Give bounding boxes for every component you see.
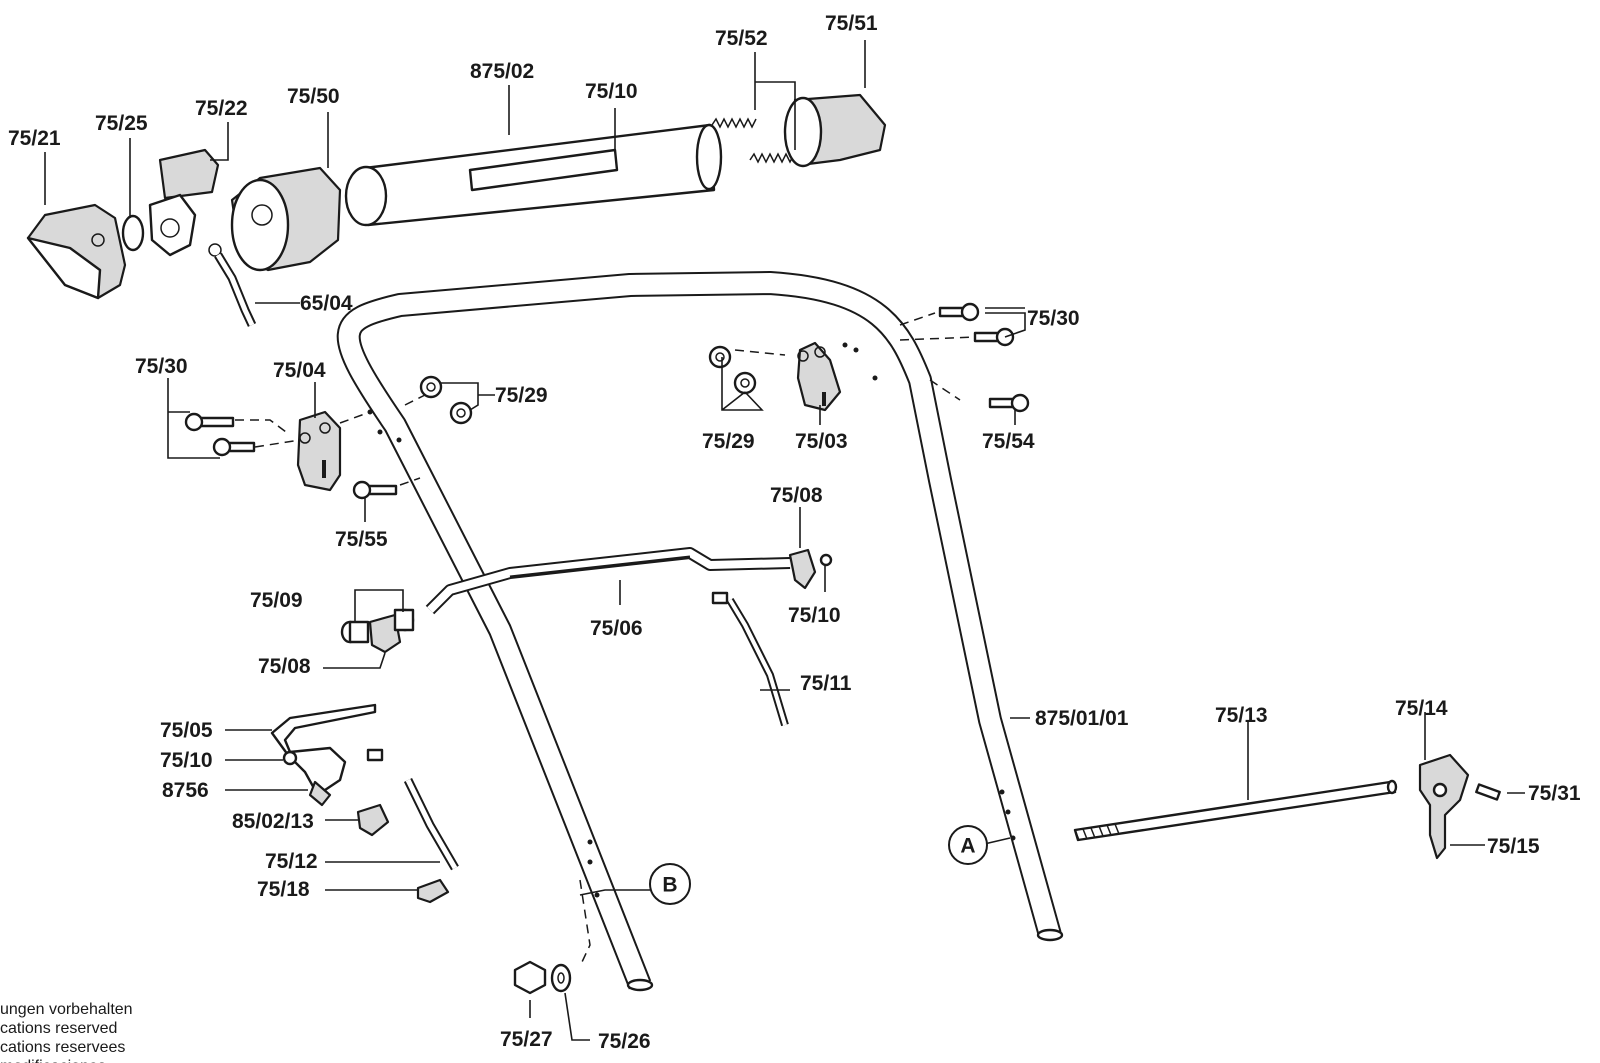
part-labels: 75/21 75/25 75/22 75/50 875/02 75/10 75/… bbox=[8, 12, 1581, 1053]
svg-text:A: A bbox=[960, 835, 975, 858]
label-75-51: 75/51 bbox=[825, 12, 878, 35]
label-75-15: 75/15 bbox=[1487, 835, 1540, 858]
label-75-13: 75/13 bbox=[1215, 704, 1268, 727]
switch-part-75-22 bbox=[148, 148, 220, 257]
knob-75-14 bbox=[1418, 753, 1470, 860]
clamp-85-02-13 bbox=[356, 803, 390, 837]
label-875-02: 875/02 bbox=[470, 60, 534, 83]
bushings-75-09 bbox=[340, 608, 415, 644]
label-75-06: 75/06 bbox=[590, 617, 643, 640]
label-75-27: 75/27 bbox=[500, 1028, 553, 1051]
pin-75-31 bbox=[1475, 783, 1501, 801]
washer-75-26 bbox=[550, 963, 572, 993]
footnote: ungen vorbehalten cations reserved catio… bbox=[0, 1001, 133, 1063]
label-65-04: 65/04 bbox=[300, 292, 353, 315]
tube-875-02 bbox=[344, 123, 723, 227]
marker-b: B bbox=[649, 863, 691, 905]
springs-75-52 bbox=[711, 117, 795, 164]
label-75-05: 75/05 bbox=[160, 719, 213, 742]
threaded-rod-75-13 bbox=[1073, 779, 1398, 842]
cable-75-11 bbox=[711, 591, 789, 727]
label-75-31: 75/31 bbox=[1528, 782, 1581, 805]
note-line-1: ungen vorbehalten bbox=[0, 1001, 133, 1018]
label-75-30-left: 75/30 bbox=[135, 355, 188, 378]
label-75-11: 75/11 bbox=[800, 672, 852, 695]
label-75-22: 75/22 bbox=[195, 97, 248, 120]
leader-lines bbox=[44, 40, 1525, 1041]
dashed-assembly-lines bbox=[235, 312, 976, 963]
label-75-50: 75/50 bbox=[287, 85, 340, 108]
label-75-10-top: 75/10 bbox=[585, 80, 638, 103]
label-75-29-right: 75/29 bbox=[702, 430, 755, 453]
cover-75-21 bbox=[26, 203, 127, 300]
lever-75-05 bbox=[270, 703, 377, 807]
bracket-75-04 bbox=[296, 410, 342, 492]
nut-75-18 bbox=[416, 878, 450, 904]
label-75-10-low: 75/10 bbox=[160, 749, 213, 772]
nuts-75-29 bbox=[419, 345, 757, 425]
marker-a: A bbox=[948, 825, 988, 865]
label-75-52: 75/52 bbox=[715, 27, 768, 50]
label-75-04: 75/04 bbox=[273, 359, 326, 382]
label-75-26: 75/26 bbox=[598, 1030, 651, 1053]
note-line-2: cations reserved bbox=[0, 1020, 117, 1037]
label-8756: 8756 bbox=[162, 779, 209, 802]
note-line-3: cations reservees bbox=[0, 1039, 125, 1056]
label-75-21: 75/21 bbox=[8, 127, 61, 150]
label-75-08-right: 75/08 bbox=[770, 484, 823, 507]
label-75-55: 75/55 bbox=[335, 528, 388, 551]
label-75-12: 75/12 bbox=[265, 850, 318, 873]
bail-rod-75-06 bbox=[425, 547, 791, 615]
label-75-29-left: 75/29 bbox=[495, 384, 548, 407]
svg-text:B: B bbox=[662, 874, 677, 897]
nut-75-27 bbox=[513, 960, 547, 995]
grip-75-50 bbox=[230, 166, 342, 272]
label-75-54: 75/54 bbox=[982, 430, 1035, 453]
label-75-10-mid: 75/10 bbox=[788, 604, 841, 627]
label-875-01-01: 875/01/01 bbox=[1035, 707, 1129, 730]
label-75-09: 75/09 bbox=[250, 589, 303, 612]
label-75-14: 75/14 bbox=[1395, 697, 1448, 720]
clips-75-08 bbox=[368, 548, 833, 654]
handle-tube bbox=[336, 271, 1064, 992]
label-85-02-13: 85/02/13 bbox=[232, 810, 314, 833]
bracket-75-03 bbox=[796, 341, 842, 412]
end-cap-75-51 bbox=[783, 93, 887, 168]
label-75-08-left: 75/08 bbox=[258, 655, 311, 678]
label-75-25: 75/25 bbox=[95, 112, 148, 135]
ring-75-25 bbox=[121, 214, 145, 252]
label-75-18: 75/18 bbox=[257, 878, 310, 901]
cable-75-12 bbox=[366, 748, 459, 871]
cable-65-04 bbox=[208, 243, 257, 327]
note-line-4: modificaciones bbox=[0, 1058, 106, 1063]
label-75-03: 75/03 bbox=[795, 430, 848, 453]
label-75-30-right: 75/30 bbox=[1027, 307, 1080, 330]
